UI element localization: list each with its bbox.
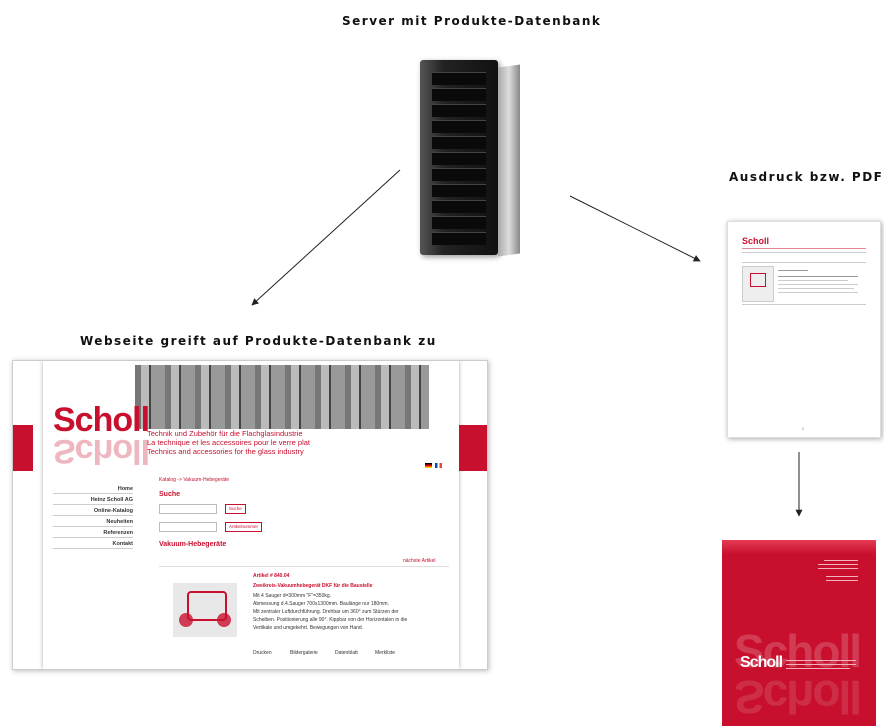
nav-references[interactable]: Referenzen (53, 529, 133, 538)
breadcrumb[interactable]: Katalog -> Vakuum-Hebegeräte (159, 477, 230, 483)
desc-line-1: Mit 4 Sauger d=300mm "F"=350kg. (253, 593, 332, 599)
action-print[interactable]: Drucken (253, 650, 272, 656)
next-articles-link[interactable]: nächste Artikel (403, 558, 436, 564)
action-watchlist[interactable]: Merkliste (375, 650, 396, 656)
nav-contact[interactable]: Kontakt (53, 540, 133, 549)
flag-de-icon[interactable] (425, 463, 432, 468)
tagline-de: Technik und Zubehör für die Flachglasind… (147, 429, 303, 438)
arrow-to-website (251, 169, 401, 306)
nav-home[interactable]: Home (53, 485, 133, 494)
header-building-image (135, 365, 429, 429)
tagline-fr: La technique et les accessoires pour le … (147, 438, 311, 447)
desc-line-2: Abmessung d.4.Sauger 700x1300mm. Bauläng… (253, 601, 389, 607)
pdf-page-number: 1 (802, 427, 804, 431)
article-number-input[interactable] (159, 522, 217, 532)
server-caption: Server mit Produkte-Datenbank (342, 14, 602, 28)
brochure-big-logo-reflection: Scholl (734, 671, 861, 723)
action-gallery[interactable]: Bildergalerie (290, 650, 318, 656)
product-title[interactable]: Zweikreis-Vakuumhebegerät DKF für die Ba… (253, 583, 373, 589)
brochure-logo: Scholl (740, 654, 783, 671)
desc-line-5: Vertikale und umgekehrt. Bewegungen von … (253, 625, 364, 631)
pdf-product-image (742, 266, 774, 302)
pdf-logo: Scholl (742, 236, 770, 246)
print-caption: Ausdruck bzw. PDF (729, 170, 884, 184)
pdf-printout: Scholl 1 (727, 221, 881, 438)
section-heading: Vakuum-Hebegeräte (159, 541, 227, 548)
website-screenshot: Scholl Scholl Technik und Zubehör für di… (12, 360, 488, 670)
nav-catalog[interactable]: Online-Katalog (53, 507, 133, 516)
desc-line-3: Mit zentraler Luftdurchführung. Drehbar … (253, 609, 399, 615)
search-heading: Suche (159, 491, 181, 498)
website-caption: Webseite greift auf Produkte-Datenbank z… (80, 334, 437, 348)
desc-line-4: Scheiben. Positionierung alle 90°. Kippb… (253, 617, 408, 623)
website-logo[interactable]: Scholl (53, 401, 150, 439)
brochure: Scholl Scholl Scholl (722, 540, 876, 726)
arrow-to-print (569, 195, 701, 262)
nav-news[interactable]: Neuheiten (53, 518, 133, 527)
article-number: Artikel # 840.04 (253, 573, 290, 579)
action-datasheet[interactable]: Datenblatt (335, 650, 358, 656)
article-number-button[interactable]: Artikelnummer (225, 522, 263, 532)
search-input[interactable] (159, 504, 217, 514)
website-logo-reflection: Scholl (53, 432, 150, 470)
tagline-en: Technics and accessories for the glass i… (147, 447, 304, 456)
nav-about[interactable]: Heinz Scholl AG (53, 496, 133, 505)
flag-fr-icon[interactable] (435, 463, 442, 468)
server-tower-icon (420, 60, 520, 260)
search-button[interactable]: Suche (225, 504, 246, 514)
product-image[interactable] (173, 583, 237, 637)
